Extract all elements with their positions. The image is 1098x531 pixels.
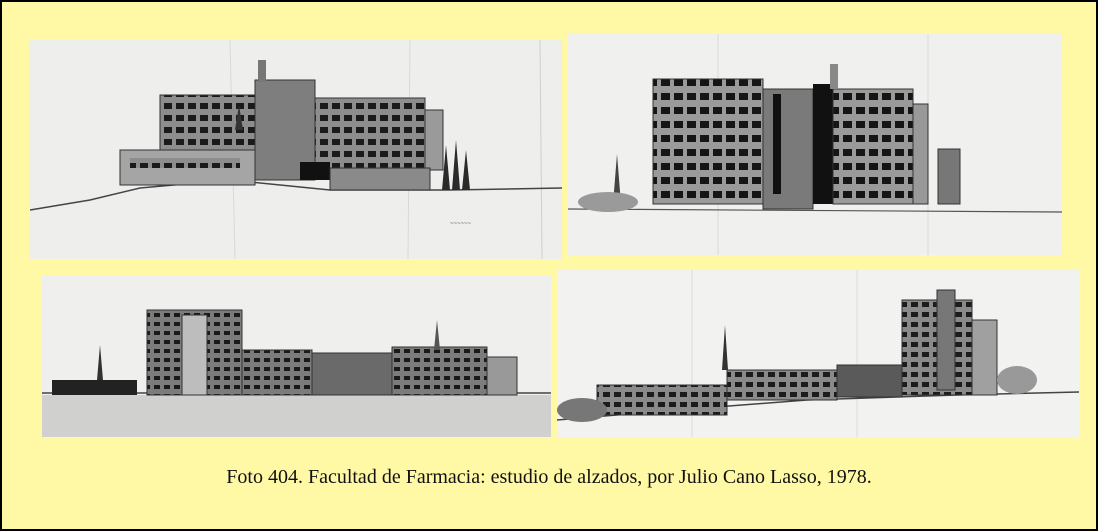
elevation-photo-1: ~~~~~~: [30, 40, 562, 259]
figure-caption: Foto 404. Facultad de Farmacia: estudio …: [226, 466, 872, 488]
elevation-photo-4: [557, 270, 1079, 437]
elevation-photo-2: [568, 34, 1062, 255]
svg-text:~~~~~~: ~~~~~~: [450, 221, 472, 227]
elevation-photo-3: [42, 275, 551, 437]
